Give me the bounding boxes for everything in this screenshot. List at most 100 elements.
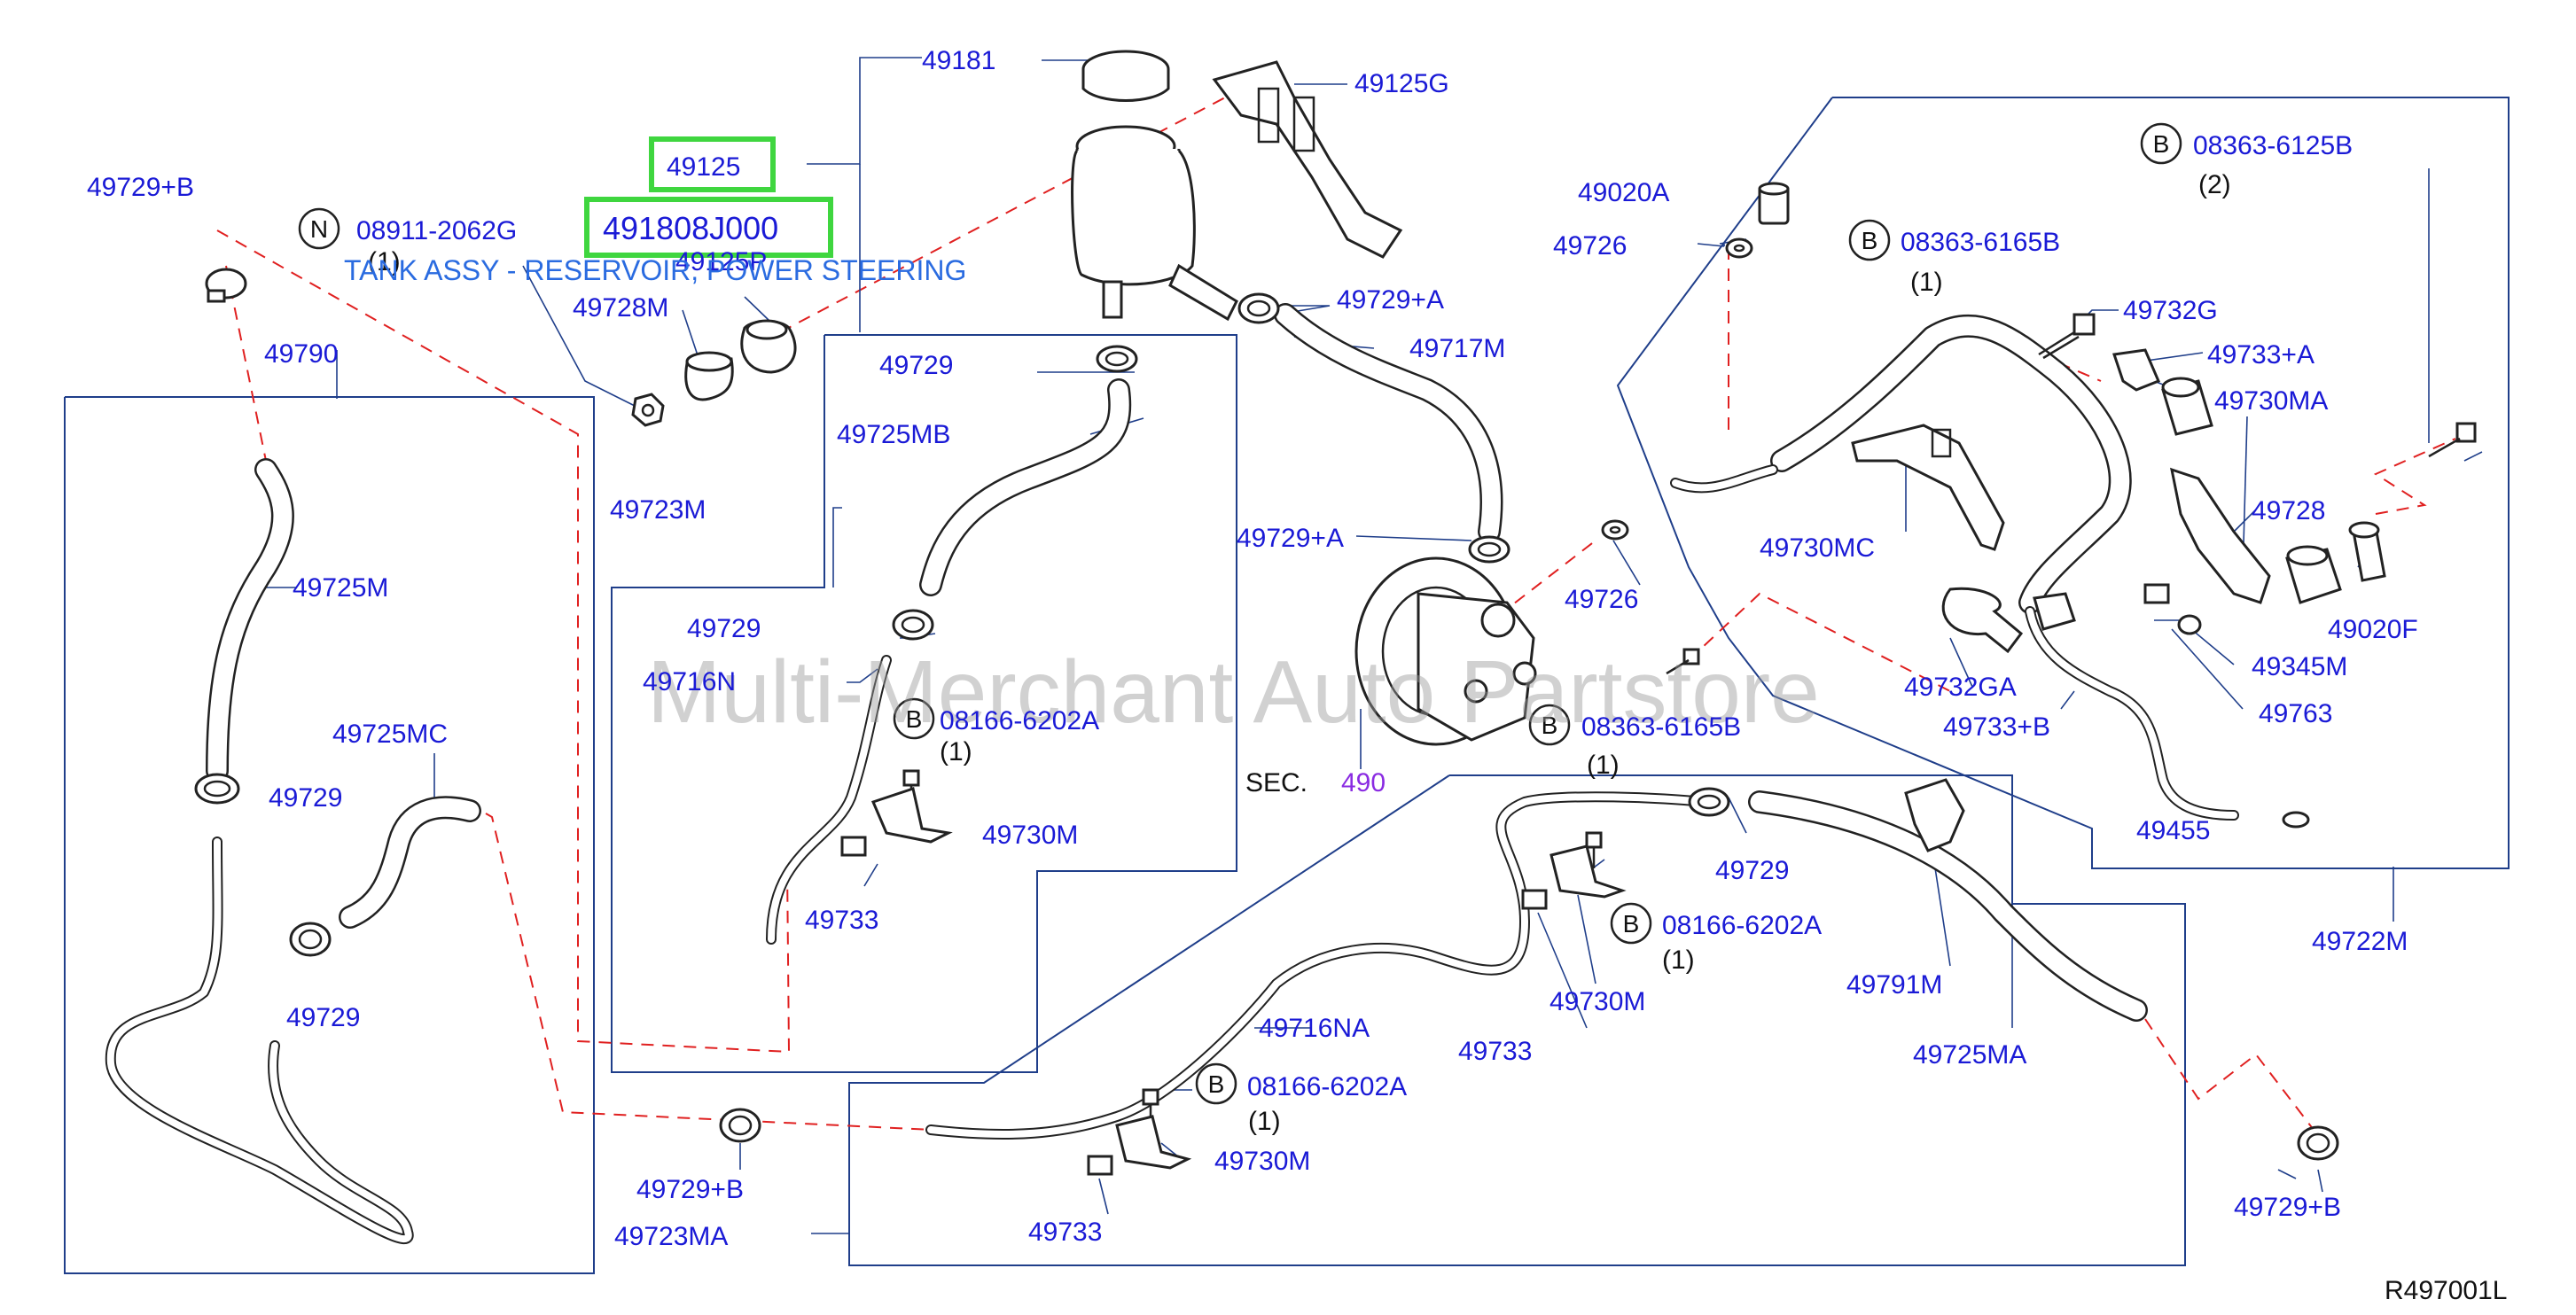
collar-49728M[interactable] [684,351,734,401]
label-49729-mid1[interactable]: 49729 [879,351,953,380]
fitting-49020A[interactable] [1758,182,1790,225]
clip-49732GA[interactable] [1941,587,2024,654]
label-49732GA[interactable]: 49732GA [1904,673,2017,702]
bracket-set-b[interactable] [1521,831,1627,910]
label-49125[interactable]: 49125 [667,152,740,182]
label-49725MA[interactable]: 49725MA [1913,1040,2026,1070]
label-49726-mid[interactable]: 49726 [1565,585,1638,614]
clamp-49729-left2[interactable] [289,922,332,957]
label-491808J000[interactable]: 491808J000 [603,210,778,246]
label-49733B[interactable]: 49733+B [1943,712,2050,742]
callout-n: N [298,207,340,250]
label-49345M[interactable]: 49345M [2252,652,2347,681]
clamp-49729B-bl[interactable] [719,1108,761,1143]
qty-08363-6165B-2: (1) [1587,751,1620,780]
label-49717M[interactable]: 49717M [1409,334,1505,363]
label-49730MA[interactable]: 49730MA [2214,386,2328,416]
clamp-49729A-2[interactable] [1468,535,1510,564]
oring-49455[interactable] [2282,811,2310,829]
washer-49726-top[interactable] [1725,237,1753,259]
label-49729A-1[interactable]: 49729+A [1337,285,1444,315]
clip-49791M[interactable] [1904,778,1965,852]
nut-08911[interactable] [631,393,665,427]
label-08166-6202A-a[interactable]: 08166-6202A [940,706,1099,735]
callout-circles: N B B B B B B [298,122,2182,1105]
label-49728M[interactable]: 49728M [573,293,668,323]
clamp-49729B-br[interactable] [2297,1125,2339,1161]
label-49729B-bl[interactable]: 49729+B [636,1175,744,1204]
label-49729-mid2[interactable]: 49729 [687,614,761,643]
grommet-49125P[interactable] [740,319,797,374]
label-49791M[interactable]: 49791M [1846,970,1942,1000]
label-49763[interactable]: 49763 [2259,699,2332,728]
label-08363-6125B[interactable]: 08363-6125B [2193,131,2353,160]
label-49728[interactable]: 49728 [2252,496,2325,525]
fitting-49345M[interactable] [2143,583,2202,635]
label-49729B-top[interactable]: 49729+B [87,173,194,202]
sleeve-49730MA[interactable] [2161,377,2213,436]
bolt-08363-6165B-mid[interactable] [1666,648,1700,675]
clamp-49729-right[interactable] [1688,787,1730,817]
label-49716N[interactable]: 49716N [643,667,736,696]
bracket-49730MC[interactable] [1851,424,2005,551]
label-49730M-c[interactable]: 49730M [1214,1147,1310,1176]
svg-text:N: N [310,215,328,243]
label-49125G[interactable]: 49125G [1354,69,1449,98]
power-steering-pump[interactable] [1354,556,1537,746]
label-49733-b[interactable]: 49733 [1458,1037,1532,1066]
insulator-49728[interactable] [2285,545,2342,604]
label-49733-a[interactable]: 49733 [805,906,878,935]
bracket-set-a[interactable] [840,769,953,857]
label-49725MC[interactable]: 49725MC [332,720,448,749]
label-49125P[interactable]: 49125P [675,247,767,276]
label-08166-6202A-c[interactable]: 08166-6202A [1247,1072,1407,1101]
label-49020F[interactable]: 49020F [2328,615,2418,644]
label-49722M[interactable]: 49722M [2312,927,2408,956]
washer-49726-mid[interactable] [1601,519,1629,541]
label-49723MA[interactable]: 49723MA [614,1222,728,1251]
label-49723M[interactable]: 49723M [610,495,706,525]
reservoir-bracket[interactable] [1212,60,1403,259]
label-49733-c[interactable]: 49733 [1028,1218,1102,1247]
label-49725M[interactable]: 49725M [293,573,388,603]
clamp-49729-mid1[interactable] [1096,345,1138,373]
label-49729-right[interactable]: 49729 [1715,856,1789,885]
label-49729-left2[interactable]: 49729 [286,1003,360,1032]
reservoir-cap[interactable] [1081,50,1170,102]
collar-49020F[interactable] [2348,521,2386,582]
label-49729B-br[interactable]: 49729+B [2234,1193,2341,1222]
bracket-49728[interactable] [2170,467,2271,604]
clamp-49729-mid2[interactable] [892,609,934,641]
label-08911-2062G[interactable]: 08911-2062G [356,216,517,245]
callout-b-6: B [1195,1062,1237,1105]
clip-49733A[interactable] [2112,348,2160,392]
label-49729-left1[interactable]: 49729 [269,783,342,813]
label-08166-6202A-b[interactable]: 08166-6202A [1662,911,1822,940]
section-490-link[interactable]: 490 [1341,768,1386,798]
reservoir-tank[interactable] [1071,125,1238,322]
label-49790[interactable]: 49790 [264,339,338,369]
bolt-08363-6125B[interactable] [2428,422,2477,458]
label-49455[interactable]: 49455 [2136,816,2210,845]
label-49730MC[interactable]: 49730MC [1760,533,1875,563]
label-49020A[interactable]: 49020A [1578,178,1669,207]
highlight-box-49125 [649,136,776,192]
clamp-49729A-1[interactable] [1237,292,1280,324]
label-49732G[interactable]: 49732G [2123,296,2218,325]
bracket-set-c[interactable] [1087,1088,1192,1176]
label-49726-top[interactable]: 49726 [1553,231,1627,261]
label-49716NA[interactable]: 49716NA [1259,1014,1370,1043]
label-08363-6165B-2[interactable]: 08363-6165B [1581,712,1741,742]
label-49730M-b[interactable]: 49730M [1550,987,1645,1016]
clamp-49729-left1[interactable] [194,773,240,805]
label-49730M-a[interactable]: 49730M [982,821,1078,850]
bolt-49732G[interactable] [2038,313,2096,360]
clamp-49729B-top[interactable] [205,268,247,303]
label-49725MB[interactable]: 49725MB [837,420,950,449]
clip-49733B[interactable] [2033,592,2076,631]
label-49181[interactable]: 49181 [922,46,995,75]
label-08363-6165B-1[interactable]: 08363-6165B [1901,228,2060,257]
label-49729A-2[interactable]: 49729+A [1237,524,1344,553]
label-49733A[interactable]: 49733+A [2207,340,2314,370]
